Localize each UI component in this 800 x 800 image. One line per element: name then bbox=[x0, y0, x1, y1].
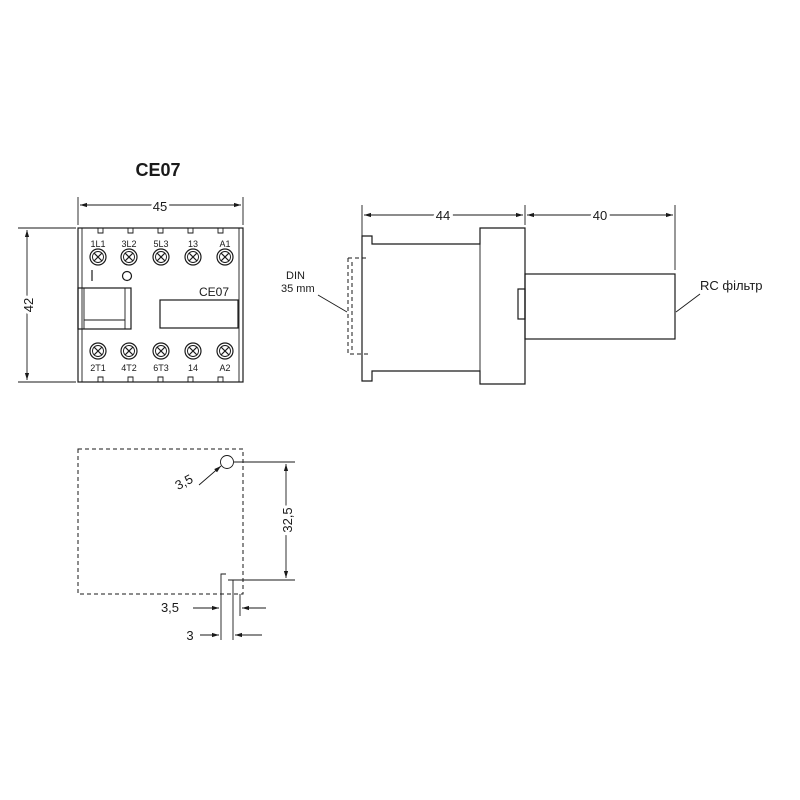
screw-terminal-top-3-icon bbox=[152, 248, 170, 266]
screw-terminal-bottom-4-icon bbox=[184, 342, 202, 360]
side-depth-label: 44 bbox=[436, 208, 450, 223]
model-label: CE07 bbox=[199, 285, 229, 299]
screw-terminal-top-2-icon bbox=[120, 248, 138, 266]
screw-terminal-bottom-2-icon bbox=[120, 342, 138, 360]
hole-diameter-label: 3,5 bbox=[172, 471, 195, 493]
offset-label: 3 bbox=[186, 628, 193, 643]
terminal-label-top-2: 3L2 bbox=[121, 239, 136, 249]
screw-terminal-bottom-1-icon bbox=[89, 342, 107, 360]
screw-terminal-bottom-5-icon bbox=[216, 342, 234, 360]
mount-slot bbox=[220, 573, 226, 594]
screw-terminal-bottom-3-icon bbox=[152, 342, 170, 360]
filter-length-label: 40 bbox=[593, 208, 607, 223]
mount-view: 3,5 32,5 3,5 3 bbox=[77, 448, 298, 643]
switch-off-mark bbox=[121, 270, 133, 282]
front-height-label: 42 bbox=[21, 298, 36, 312]
side-view: 44 40 DIN 35 mm RC фільтр bbox=[281, 205, 763, 385]
rc-filter-clip bbox=[517, 288, 526, 320]
rc-filter-label: RC фільтр bbox=[700, 278, 763, 293]
terminal-label-bottom-5: A2 bbox=[219, 363, 230, 373]
terminal-label-bottom-3: 6T3 bbox=[153, 363, 169, 373]
screw-terminal-top-4-icon bbox=[184, 248, 202, 266]
screw-terminal-top-1-icon bbox=[89, 248, 107, 266]
label-window bbox=[159, 299, 239, 329]
terminal-label-bottom-4: 14 bbox=[188, 363, 198, 373]
din-label: DIN bbox=[286, 270, 305, 282]
rc-filter-body bbox=[524, 273, 676, 340]
terminal-label-bottom-1: 2T1 bbox=[90, 363, 106, 373]
mount-outline bbox=[77, 448, 244, 595]
contactor-side-profile bbox=[361, 227, 526, 385]
terminal-label-top-3: 5L3 bbox=[153, 239, 168, 249]
terminal-label-top-5: A1 bbox=[219, 239, 230, 249]
slot-width-label: 3,5 bbox=[161, 600, 179, 615]
actuator-slider bbox=[77, 287, 132, 330]
screw-terminal-top-5-icon bbox=[216, 248, 234, 266]
din-rail bbox=[347, 257, 368, 355]
terminal-label-top-4: 13 bbox=[188, 239, 198, 249]
mount-height-label: 32,5 bbox=[280, 507, 295, 532]
terminal-label-top-1: 1L1 bbox=[90, 239, 105, 249]
front-width-label: 45 bbox=[153, 199, 167, 214]
din-size-label: 35 mm bbox=[281, 283, 315, 295]
drawing-title: CE07 bbox=[135, 160, 180, 180]
mount-hole bbox=[220, 455, 234, 469]
terminal-label-bottom-2: 4T2 bbox=[121, 363, 137, 373]
front-view: 45 42 1L1 3L2 5L3 13 A1 bbox=[18, 196, 244, 383]
